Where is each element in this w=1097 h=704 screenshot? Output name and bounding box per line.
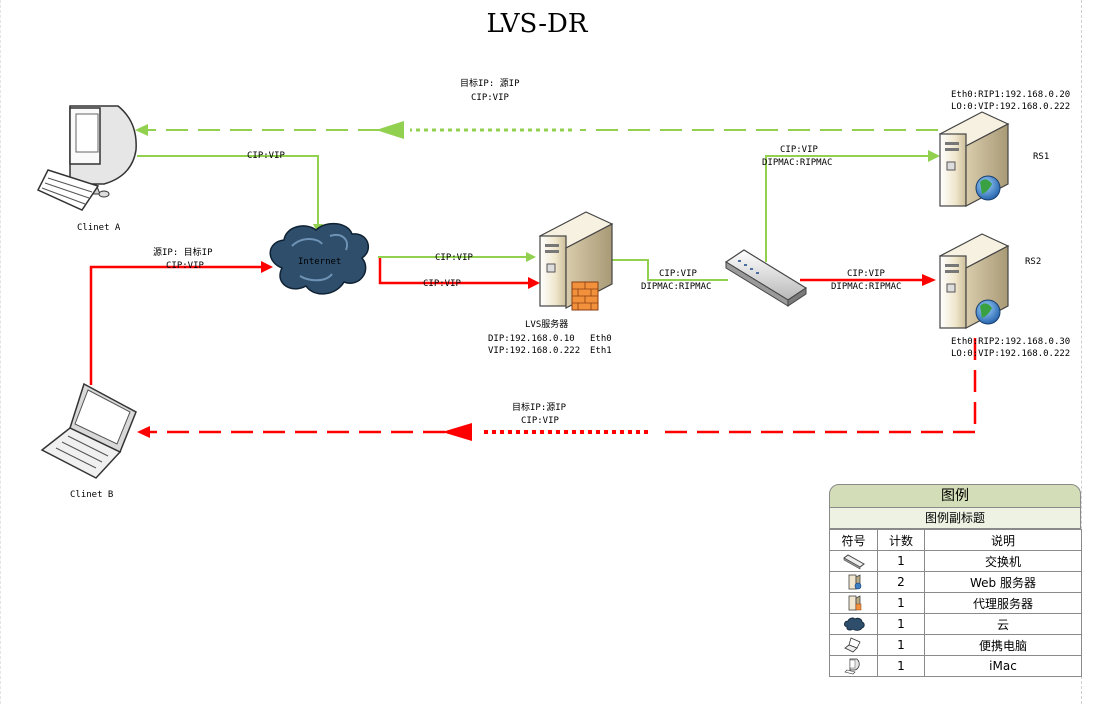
rs2-lo: LO:0:VIP:192.168.0.222 [951, 349, 1070, 359]
lvs-dip: DIP:192.168.0.10 [488, 334, 575, 344]
diagram-title: LVS-DR [487, 9, 589, 39]
legend-count: 2 [877, 571, 925, 593]
rs1-label: RS1 [1033, 152, 1049, 162]
legend-header-count: 计数 [877, 529, 925, 551]
client-b-label: Clinet B [70, 490, 113, 500]
legend-subtitle: 图例副标题 [829, 508, 1081, 529]
legend-web-server-icon [829, 571, 878, 593]
edge-return-b-line2: CIP:VIP [521, 416, 560, 426]
legend-header-desc: 说明 [924, 529, 1082, 551]
client-b-laptop-icon [40, 382, 137, 479]
rs2-web-server-icon [938, 233, 1010, 329]
lvs-eth1: Eth1 [590, 346, 612, 356]
legend: 图例 图例副标题 符号 计数 说明 1 交换机 2 Web 服务器 1 代 [829, 484, 1082, 680]
rs1-lo: LO:0:VIP:192.168.0.222 [951, 102, 1070, 112]
legend-count: 1 [877, 613, 925, 635]
legend-count: 1 [877, 634, 925, 656]
edge-lvs-switch-line1: CIP:VIP [659, 269, 698, 279]
rs2-eth: Eth0:RIP2:192.168.0.30 [951, 337, 1070, 347]
legend-desc: 云 [924, 613, 1082, 635]
legend-row: 1 云 [829, 613, 1082, 635]
legend-table: 符号 计数 说明 1 交换机 2 Web 服务器 1 代理服务器 [829, 529, 1082, 677]
legend-row: 1 iMac [829, 655, 1082, 677]
legend-row: 1 便携电脑 [829, 634, 1082, 656]
lvs-label: LVS服务器 [525, 318, 568, 330]
edge-switch-rs2-line1: CIP:VIP [847, 269, 886, 279]
edge-return-a-line1: 目标IP: 源IP [460, 77, 520, 89]
rs1-web-server-icon [938, 111, 1010, 207]
legend-count: 1 [877, 592, 925, 614]
green-flow [137, 128, 938, 281]
lvs-proxy-server-icon [538, 211, 614, 311]
legend-desc: iMac [924, 655, 1082, 677]
edge-return-b-line1: 目标IP:源IP [512, 401, 567, 413]
switch-icon [724, 249, 808, 307]
red-flow [89, 258, 977, 434]
edge-return-a-line2: CIP:VIP [471, 93, 510, 103]
client-a-label: Clinet A [77, 223, 121, 233]
internet-cloud-icon [269, 222, 370, 295]
legend-header-row: 符号 计数 说明 [829, 529, 1082, 551]
legend-proxy-server-icon [829, 592, 878, 614]
lvs-eth0: Eth0 [590, 334, 612, 344]
lvs-vip: VIP:192.168.0.222 [488, 346, 580, 356]
legend-header-symbol: 符号 [829, 529, 878, 551]
edge-a-to-internet: CIP:VIP [247, 151, 286, 161]
edge-switch-rs2-line2: DIPMAC:RIPMAC [831, 282, 901, 292]
legend-row: 1 代理服务器 [829, 592, 1082, 614]
edge-lvs-switch-line2: DIPMAC:RIPMAC [641, 282, 711, 292]
rs1-eth: Eth0:RIP1:192.168.0.20 [951, 90, 1070, 100]
legend-count: 1 [877, 655, 925, 677]
red-arrowheads [137, 261, 936, 441]
legend-count: 1 [877, 550, 925, 572]
edge-internet-lvs-green: CIP:VIP [435, 253, 474, 263]
client-a-imac-icon [36, 105, 137, 211]
edge-internet-lvs-red: CIP:VIP [423, 279, 462, 289]
internet-label: Internet [298, 257, 341, 267]
edge-b-src-line1: 源IP: 目标IP [153, 246, 213, 258]
legend-desc: 交换机 [924, 550, 1082, 572]
edge-switch-rs1-line1: CIP:VIP [780, 145, 819, 155]
legend-row: 2 Web 服务器 [829, 571, 1082, 593]
legend-laptop-icon [829, 634, 878, 656]
legend-desc: 便携电脑 [924, 634, 1082, 656]
legend-row: 1 交换机 [829, 550, 1082, 572]
legend-desc: 代理服务器 [924, 592, 1082, 614]
edge-b-src-line2: CIP:VIP [166, 261, 205, 271]
legend-switch-icon [829, 550, 878, 572]
edge-switch-rs1-line2: DIPMAC:RIPMAC [762, 158, 832, 168]
legend-imac-icon [829, 655, 878, 677]
rs2-label: RS2 [1025, 257, 1041, 267]
legend-cloud-icon [829, 613, 878, 635]
legend-desc: Web 服务器 [924, 571, 1082, 593]
legend-title: 图例 [829, 484, 1081, 508]
green-arrowheads [135, 121, 940, 262]
